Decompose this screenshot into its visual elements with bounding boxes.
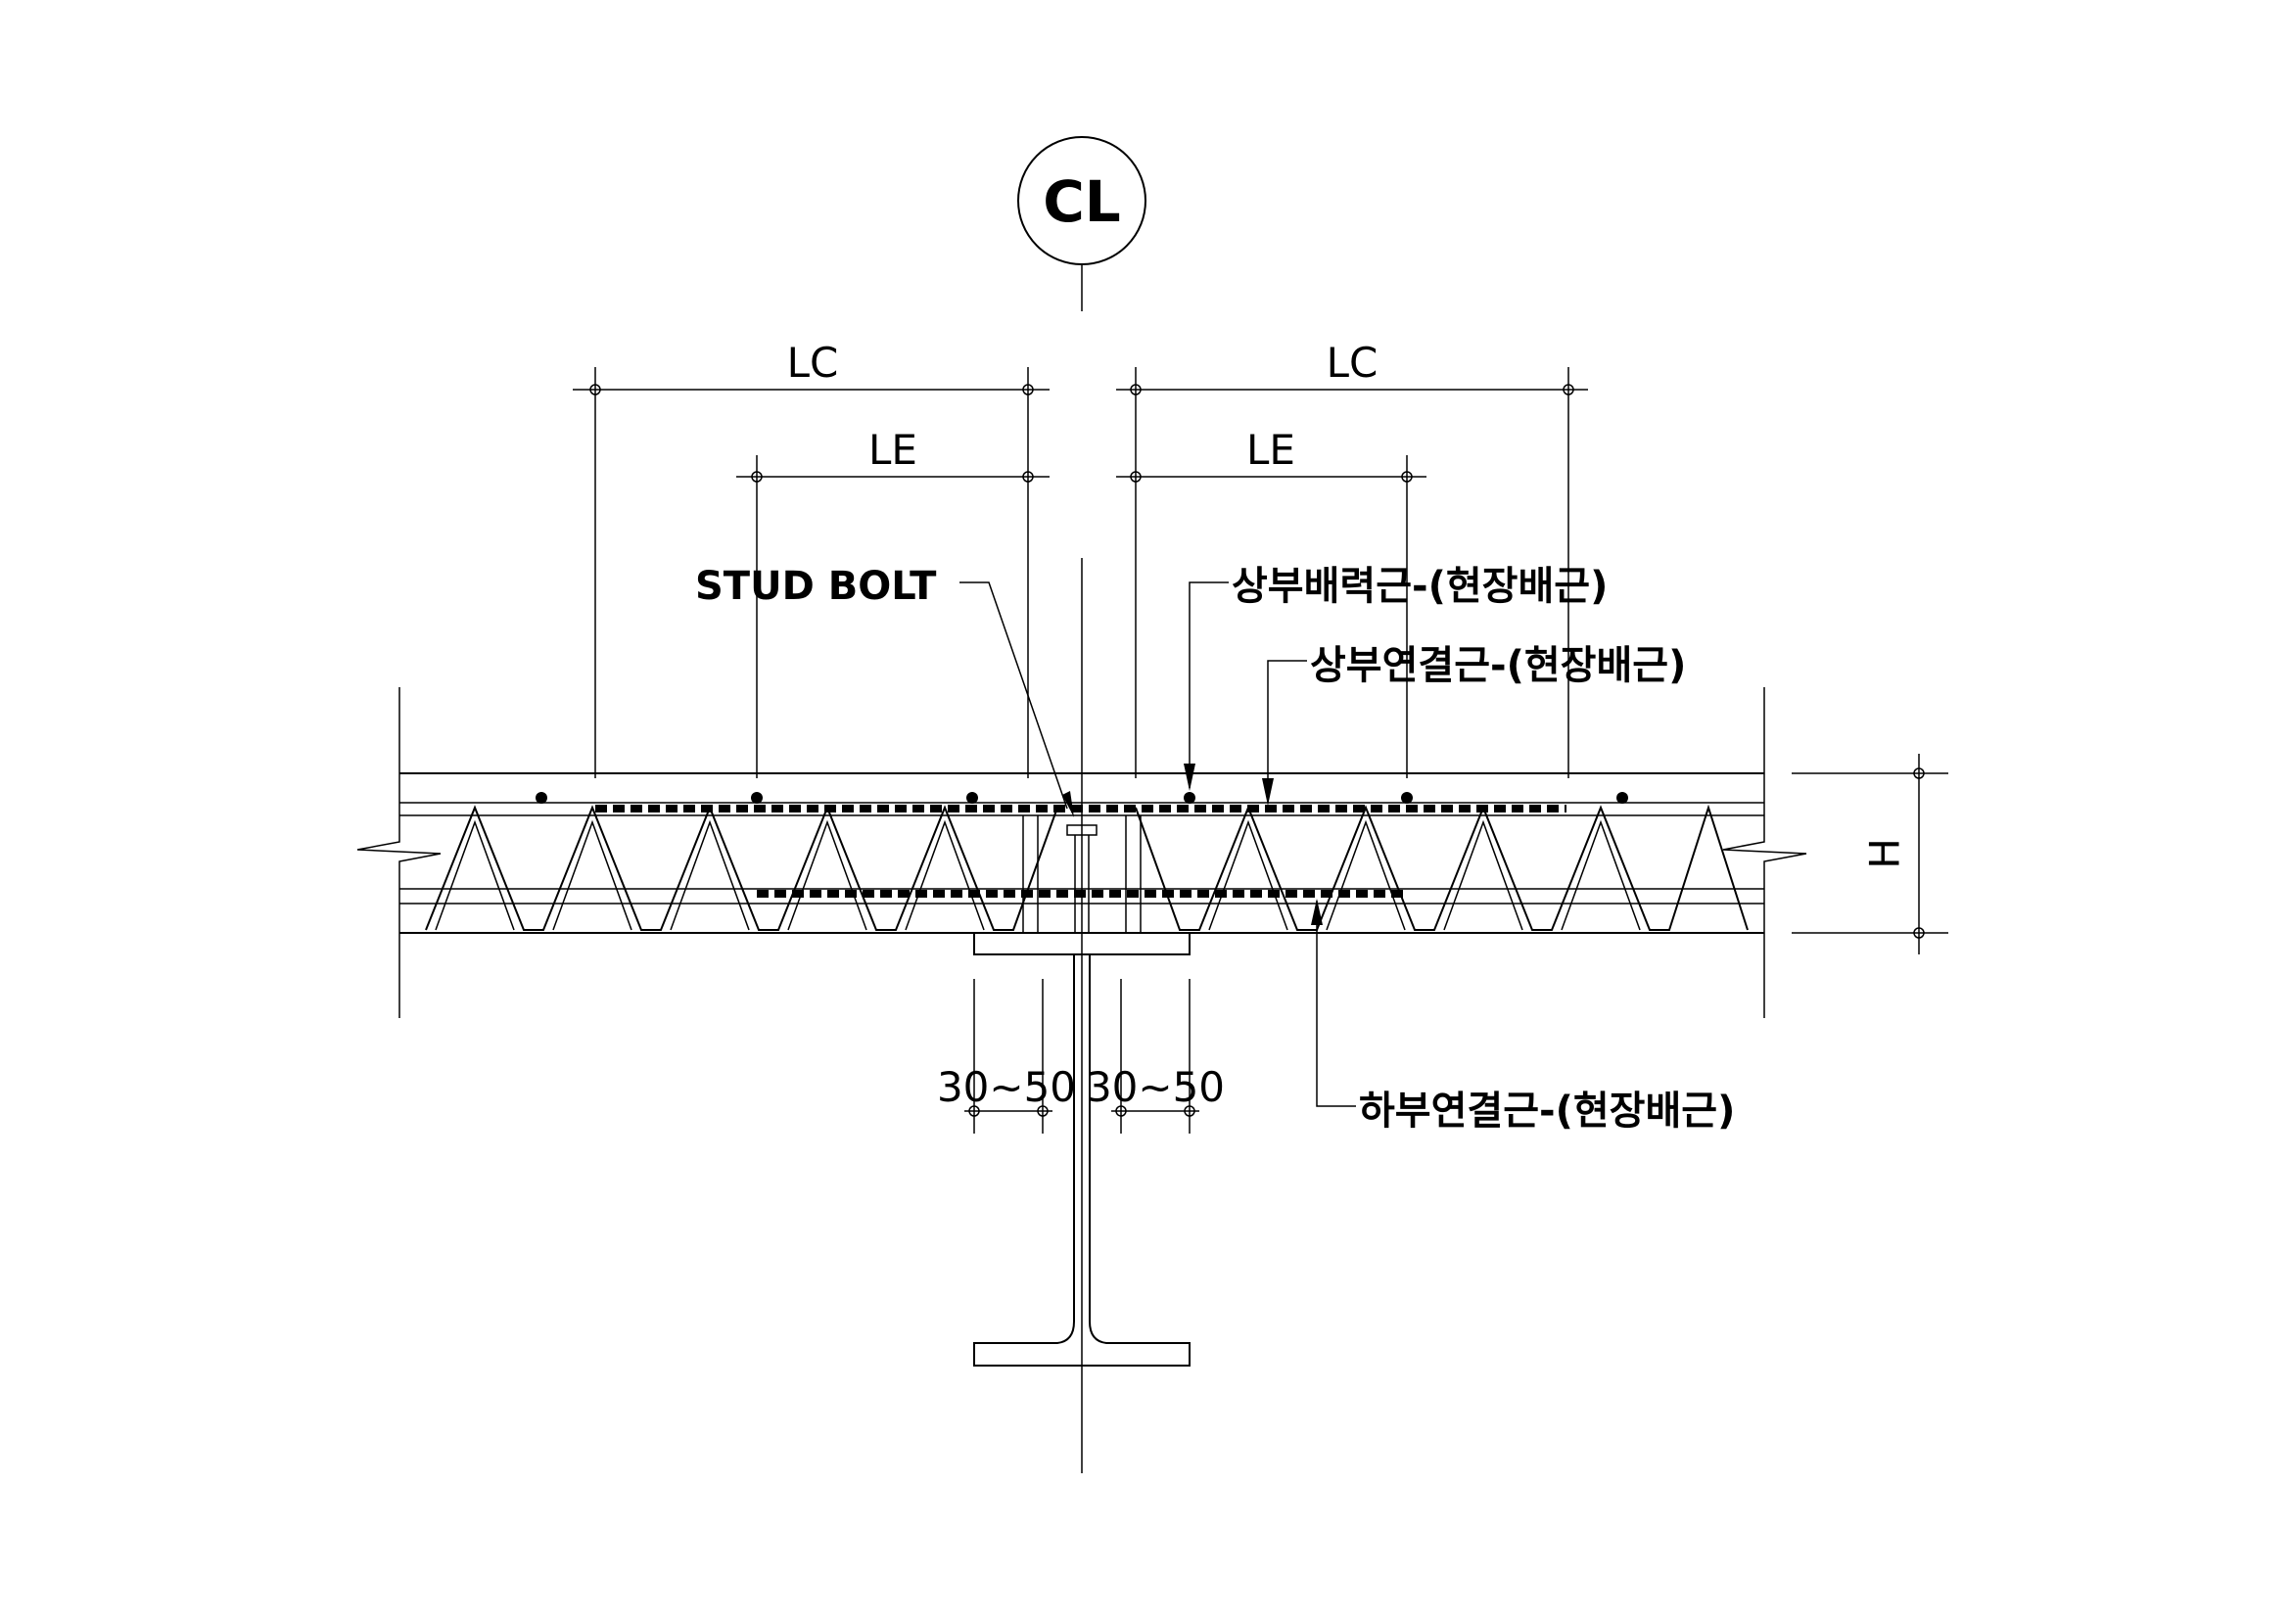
dimension-lc-left: LC xyxy=(573,339,1050,778)
bottom-connect-rebar-label: 하부연결근-(현장배근) xyxy=(1359,1089,1735,1134)
beam-side-plates xyxy=(1022,815,1142,933)
slab-section xyxy=(356,687,1948,1018)
height-label: H xyxy=(1861,838,1909,869)
dimension-le-left: LE xyxy=(736,426,1050,778)
dimension-le-right: LE xyxy=(1116,426,1426,778)
gap-right-label: 30~50 xyxy=(1086,1063,1225,1111)
top-main-rebar-label: 상부배력근-(현장배근) xyxy=(1232,564,1608,609)
centerline-symbol: CL xyxy=(1017,136,1146,1473)
lc-right-label: LC xyxy=(1327,339,1379,387)
gap-left-label: 30~50 xyxy=(937,1063,1076,1111)
stud-bolt-callout: STUD BOLT xyxy=(695,564,1074,817)
centerline-mark: CL xyxy=(1043,168,1121,235)
gap-dimensions: 30~50 30~50 xyxy=(937,979,1225,1134)
top-main-rebar-callout: 상부배력근-(현장배근) xyxy=(1184,564,1608,791)
truss-webs xyxy=(425,804,1749,931)
bottom-connect-rebar-callout: 하부연결근-(현장배근) xyxy=(1311,899,1735,1134)
stud-bolt xyxy=(1066,824,1098,933)
height-dimension: H xyxy=(1861,754,1925,954)
top-main-rebar-dots xyxy=(536,792,1628,804)
top-connect-rebar-callout: 상부연결근-(현장배근) xyxy=(1262,643,1686,806)
le-right-label: LE xyxy=(1246,426,1295,474)
lc-left-label: LC xyxy=(787,339,839,387)
dimension-lc-right: LC xyxy=(1116,339,1588,778)
le-left-label: LE xyxy=(868,426,917,474)
steel-beam xyxy=(973,932,1191,1367)
stud-bolt-label: STUD BOLT xyxy=(695,564,937,609)
top-connect-rebar-label: 상부연결근-(현장배근) xyxy=(1310,643,1686,688)
